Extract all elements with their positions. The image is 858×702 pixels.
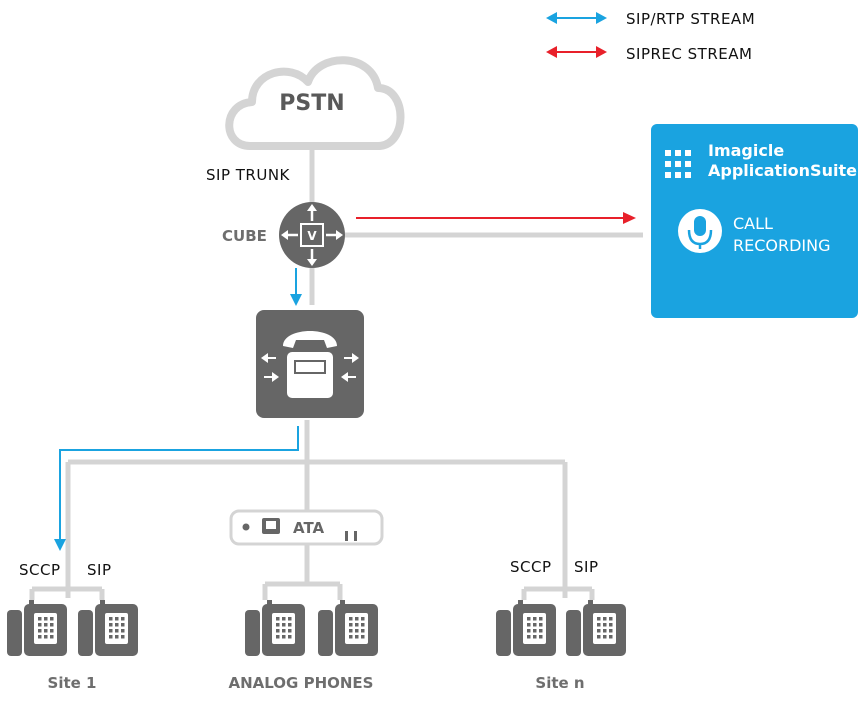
siprec-legend-arrow bbox=[546, 46, 607, 58]
siten-sccp-phone-icon bbox=[496, 600, 556, 656]
legend: SIP/RTP STREAM SIPREC STREAM bbox=[546, 10, 755, 63]
network-lines bbox=[29, 150, 643, 600]
cube-label: CUBE bbox=[222, 227, 267, 245]
imagicle-brand-line1: Imagicle bbox=[708, 141, 784, 160]
ata-label: ATA bbox=[293, 519, 325, 537]
sip-trunk-label: SIP TRUNK bbox=[206, 166, 291, 184]
sip-rtp-legend-label: SIP/RTP STREAM bbox=[626, 10, 755, 28]
site1-name: Site 1 bbox=[48, 674, 97, 692]
call-recording-line2: RECORDING bbox=[733, 236, 831, 255]
site1-sccp-phone-icon bbox=[7, 600, 67, 656]
grid-logo-icon bbox=[665, 150, 691, 178]
call-recording-line1: CALL bbox=[733, 214, 773, 233]
imagicle-brand-line2: ApplicationSuite bbox=[708, 161, 857, 180]
pstn-label: PSTN bbox=[279, 91, 344, 116]
analog-phone-1-icon bbox=[245, 600, 305, 656]
analog-phones-name: ANALOG PHONES bbox=[229, 674, 374, 692]
site1-sip-phone-icon bbox=[78, 600, 138, 656]
siten-sccp-label: SCCP bbox=[510, 558, 552, 576]
site1-sip-label: SIP bbox=[87, 561, 112, 579]
ata-device: ATA bbox=[229, 509, 384, 546]
sip-rtp-stream-arrows bbox=[54, 268, 302, 551]
microphone-icon bbox=[678, 209, 722, 253]
site1-sccp-label: SCCP bbox=[19, 561, 61, 579]
siprec-stream-arrow bbox=[356, 212, 636, 224]
sip-rtp-legend-arrow bbox=[546, 12, 607, 24]
imagicle-panel: Imagicle ApplicationSuite CALL RECORDING bbox=[651, 124, 858, 318]
cube-badge: V bbox=[307, 229, 317, 243]
cube-router-icon: V bbox=[279, 202, 345, 268]
siten-name: Site n bbox=[535, 674, 584, 692]
call-manager-icon bbox=[256, 310, 364, 418]
pstn-cloud: PSTN bbox=[225, 56, 405, 150]
siten-sip-phone-icon bbox=[566, 600, 626, 656]
analog-phone-2-icon bbox=[318, 600, 378, 656]
siten-sip-label: SIP bbox=[574, 558, 599, 576]
siprec-legend-label: SIPREC STREAM bbox=[626, 45, 752, 63]
